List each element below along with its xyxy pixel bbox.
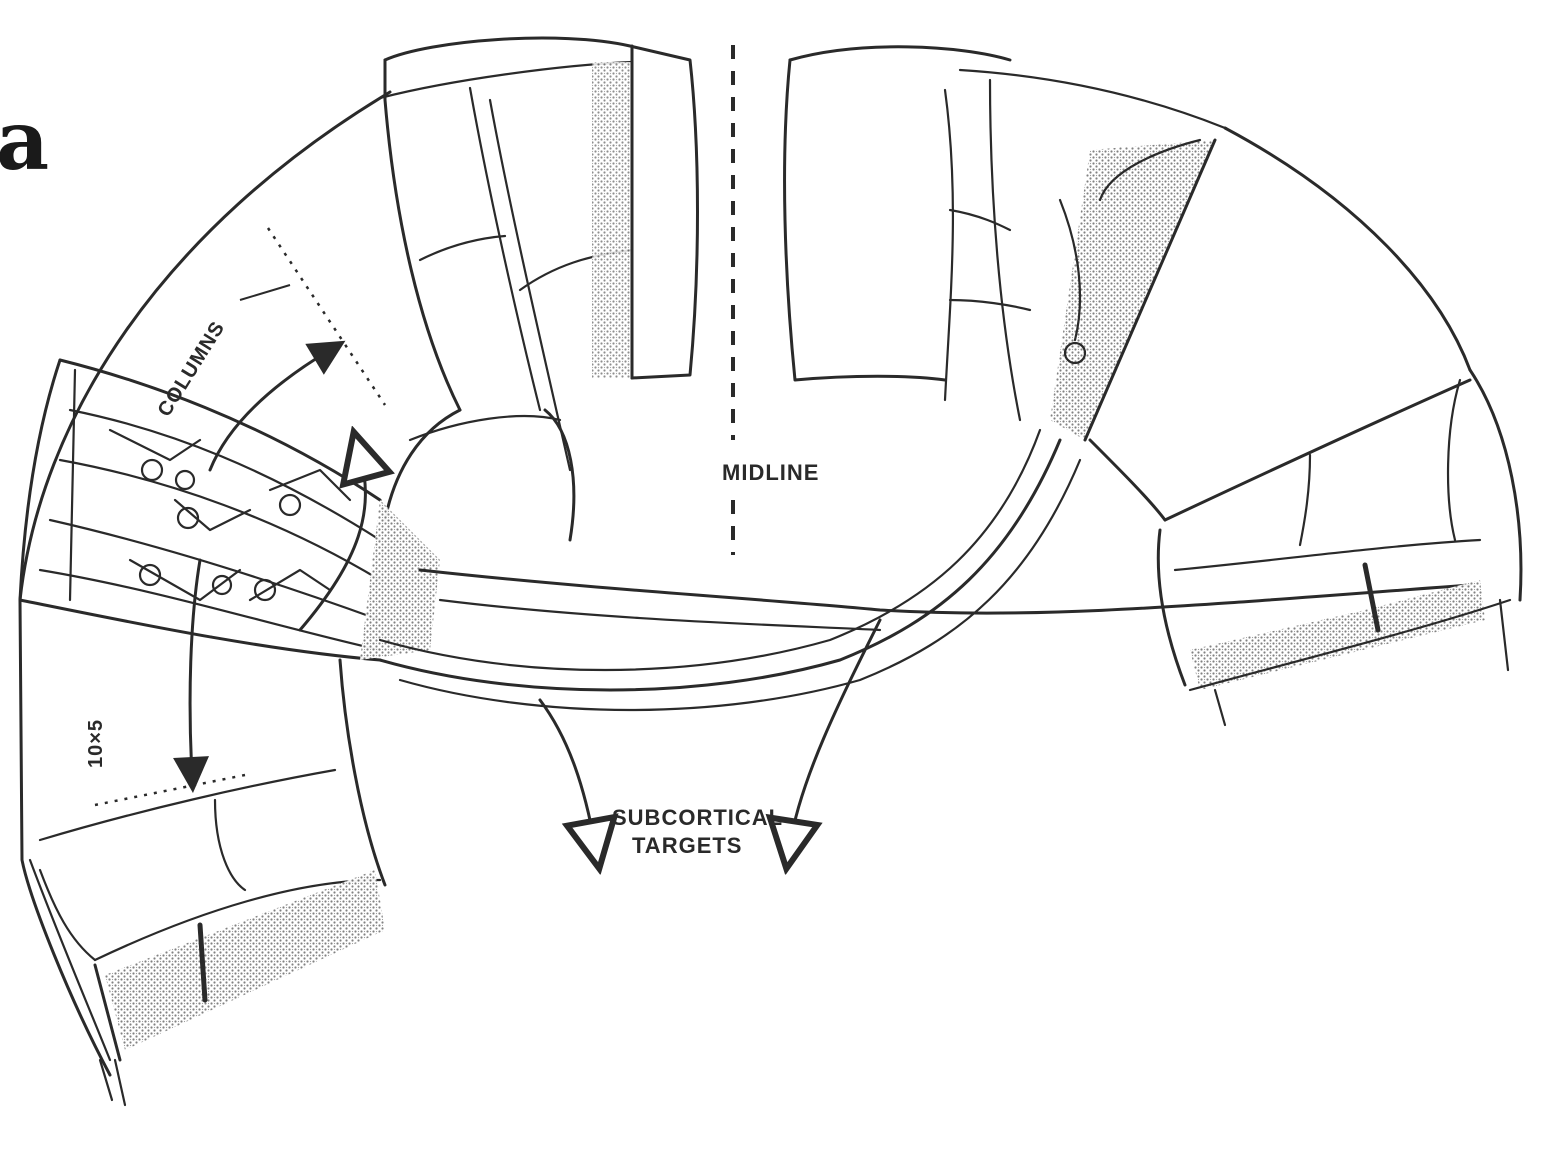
left-upper-block [380,38,698,470]
columns-label: COLUMNS [154,317,230,420]
hemisphere-outline [20,92,1521,600]
right-upper-block [785,47,1225,520]
left-lateral-cortex [20,360,440,660]
subcortical-label-line1: SUBCORTICAL [612,805,783,830]
midline-label: MIDLINE [722,460,819,485]
subcortical-label-line2: TARGETS [632,833,742,858]
left-lower-block [20,600,385,1105]
right-lateral-block [1158,380,1510,725]
panel-letter: a [0,100,49,182]
neuron-cells [110,430,350,600]
left-middle-region [385,410,574,540]
commissural-fibres [380,430,1470,710]
size-label: 10×5 [85,719,107,768]
